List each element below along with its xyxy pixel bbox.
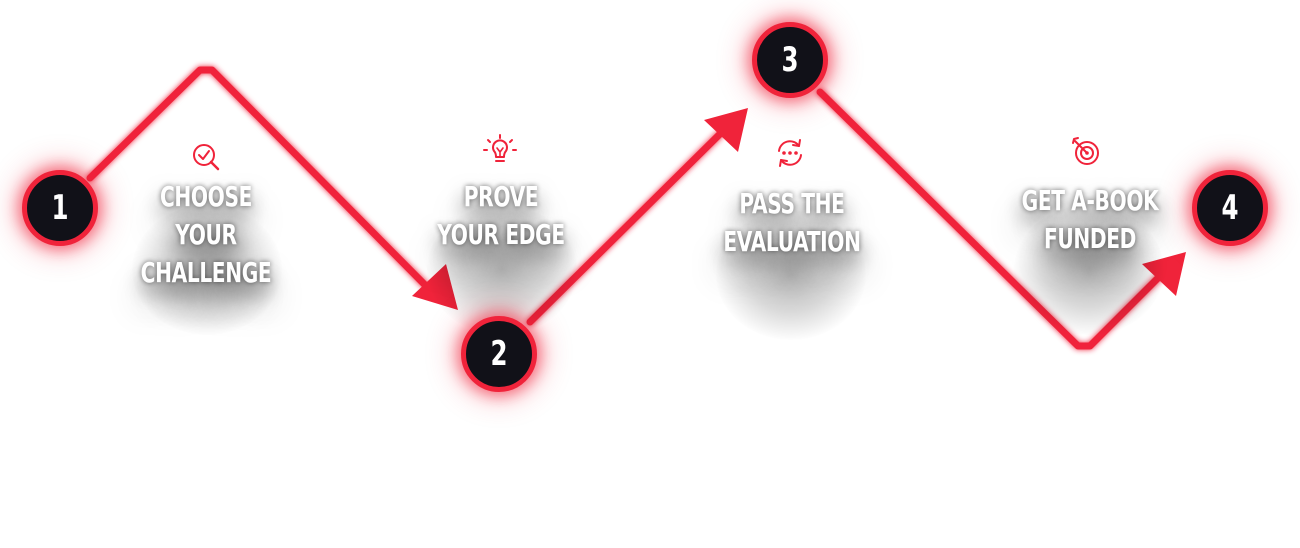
- arrowhead-to-step-3: [704, 108, 748, 152]
- step-1-label-line-1: CHOOSE YOUR: [159, 180, 253, 251]
- step-4-node: 4: [1192, 170, 1268, 246]
- step-3-node: 3: [752, 22, 828, 98]
- connector-segment-2: [526, 124, 730, 326]
- step-4-label-line-2: FUNDED: [1043, 222, 1137, 255]
- lightbulb-icon: [483, 134, 517, 162]
- step-2-label-line-2: YOUR EDGE: [437, 218, 565, 251]
- step-1-label: CHOOSE YOUR CHALLENGE: [127, 178, 285, 292]
- step-3-label: PASS THE EVALUATION: [713, 185, 871, 261]
- label-shadow-3: [716, 210, 866, 340]
- arrowhead-to-step-4: [1142, 252, 1186, 296]
- connector-segment-1: [86, 66, 434, 294]
- arrowhead-to-step-2: [412, 264, 458, 310]
- step-4-number: 4: [1221, 188, 1239, 228]
- step-4-label: GET A-BOOK FUNDED: [1011, 182, 1169, 258]
- label-shadow-4: [1014, 205, 1164, 335]
- step-2-label: PROVE YOUR EDGE: [422, 178, 580, 254]
- step-3-label-line-2: EVALUATION: [723, 225, 861, 258]
- label-shadow-2: [427, 205, 577, 335]
- step-4-label-line-1: GET A-BOOK: [1021, 184, 1159, 217]
- step-1-number: 1: [51, 188, 69, 228]
- cycle-dots-icon: [778, 139, 802, 167]
- step-3-label-line-1: PASS THE: [739, 187, 845, 220]
- step-2-label-line-1: PROVE: [463, 180, 539, 213]
- connector-segment-3: [816, 88, 1170, 350]
- step-2-number: 2: [490, 334, 508, 374]
- step-1-label-line-2: CHALLENGE: [140, 256, 272, 289]
- step-1-node: 1: [22, 170, 98, 246]
- label-shadow-1: [132, 205, 282, 335]
- step-2-node: 2: [461, 316, 537, 392]
- magnifier-check-icon: [193, 144, 220, 171]
- target-arrow-icon: [1072, 137, 1099, 165]
- step-3-number: 3: [781, 40, 799, 80]
